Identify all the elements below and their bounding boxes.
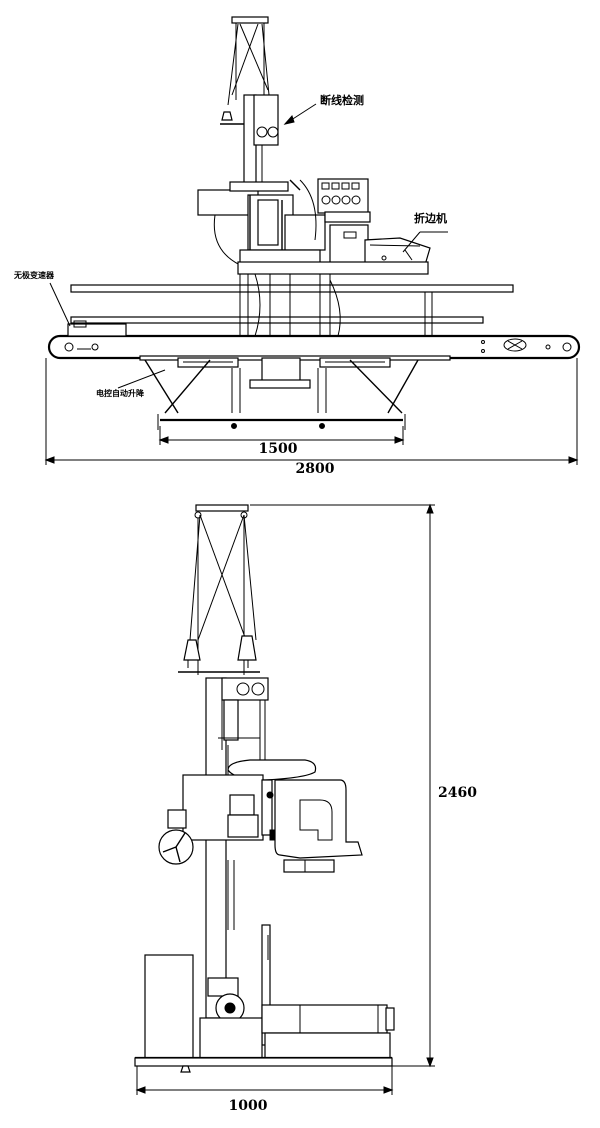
lift-base [139, 355, 451, 430]
hemmer-leader [402, 231, 421, 253]
upper-beam [70, 284, 514, 293]
dimension-2800-label: 2800 [296, 461, 335, 477]
auto-lift-label: 电控自动升降 [96, 388, 145, 398]
side-lower [134, 924, 395, 1073]
auto-lift-leader [117, 369, 166, 389]
side-view: 2460 1000 [134, 503, 477, 1114]
dimension-1500 [158, 426, 405, 445]
lower-beam [70, 316, 484, 324]
thread-stand [220, 16, 279, 186]
dimension-2800 [44, 358, 579, 465]
control-panel [317, 178, 371, 266]
variable-speed-label: 无极变速器 [13, 270, 55, 280]
frame-posts [239, 273, 433, 337]
hemmer-label: 折边机 [414, 211, 447, 225]
side-thread-stand [178, 504, 260, 675]
dimension-2460 [250, 503, 435, 1068]
break-detect-arrowhead [283, 115, 295, 125]
dimension-2460-label: 2460 [438, 785, 477, 801]
front-view: 断线检测 [13, 16, 581, 477]
variable-speed-leader [49, 282, 71, 327]
side-sewing-body [158, 759, 363, 873]
dimension-1500-label: 1500 [259, 441, 298, 457]
hemmer-machine [364, 237, 431, 266]
dimension-1000 [135, 1066, 394, 1095]
work-table [237, 261, 429, 275]
conveyor-track [47, 320, 581, 360]
side-column [205, 677, 269, 1019]
sewing-head [197, 179, 326, 271]
dimension-1000-label: 1000 [229, 1098, 268, 1114]
break-detect-label: 断线检测 [320, 93, 364, 107]
